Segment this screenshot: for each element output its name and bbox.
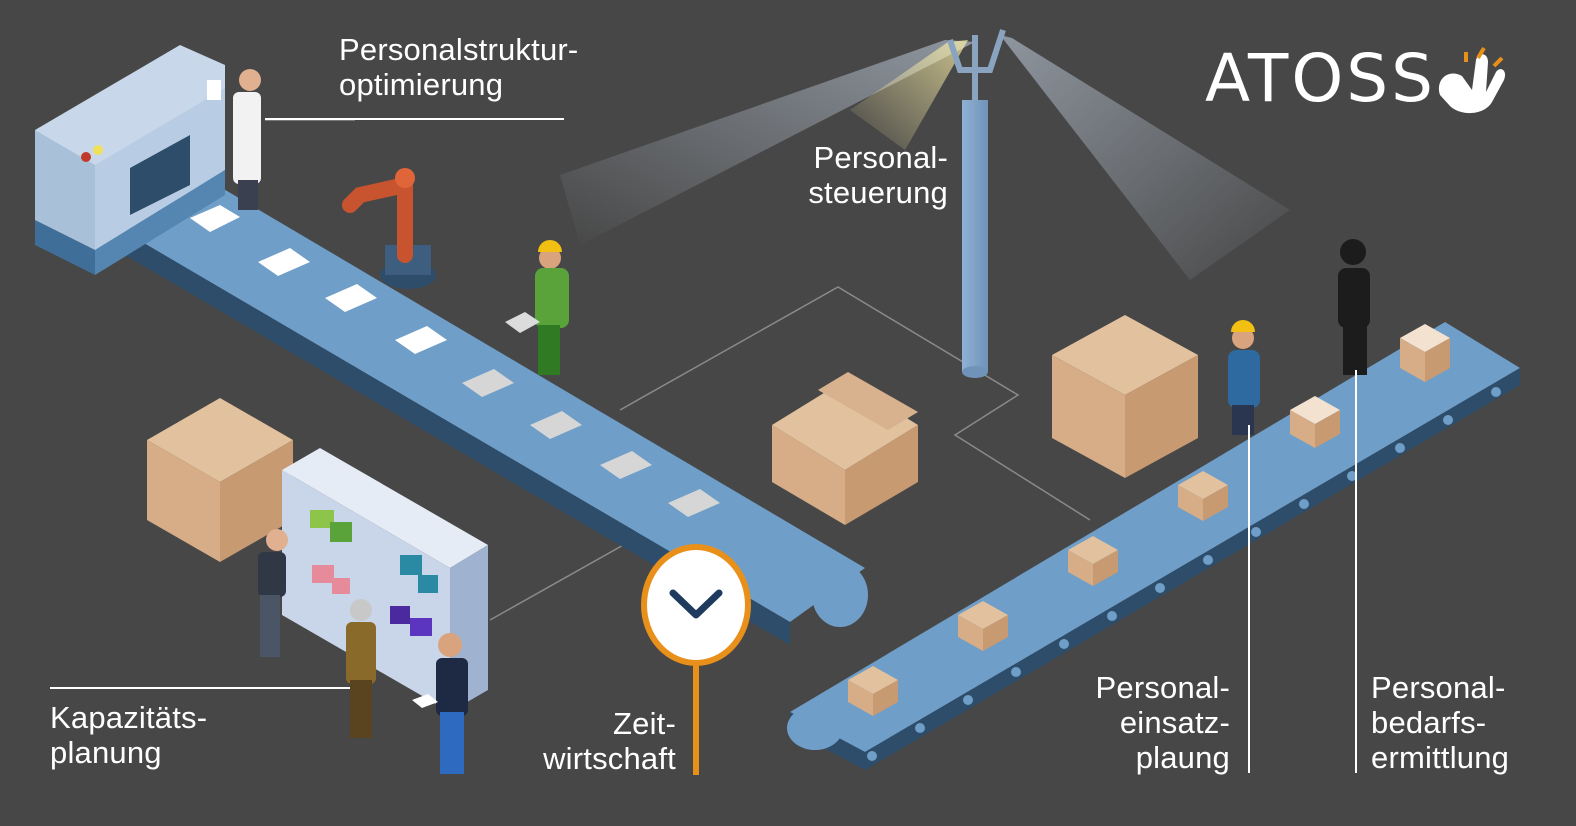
label-line: steuerung <box>808 175 948 210</box>
conveyor-right-rollers <box>867 387 1501 761</box>
label-personalstrukturoptimierung: Personalstruktur- optimierung <box>339 32 578 102</box>
label-line: optimierung <box>339 67 504 102</box>
sensor-mast <box>947 29 1006 378</box>
label-line: Personal- <box>1371 670 1506 705</box>
label-line: Personal- <box>1095 670 1230 705</box>
light-beam <box>1000 35 1290 280</box>
chevron-down-icon <box>669 589 723 619</box>
label-personaleinsatzplanung: Personal- einsatz- plaung <box>1080 670 1230 775</box>
label-line: Kapazitäts- <box>50 700 208 735</box>
label-line: Personal- <box>813 140 948 175</box>
box-pallet-middle <box>772 372 918 525</box>
worker-older <box>346 599 376 738</box>
light-beam <box>560 40 975 245</box>
label-personalsteuerung: Personal- steuerung <box>780 140 948 210</box>
worker-lab-coat <box>207 69 261 210</box>
label-line: einsatz- <box>1119 705 1230 740</box>
worker-green <box>505 240 569 375</box>
clock-marker <box>641 544 751 775</box>
worker-young <box>412 633 468 774</box>
leader-lines <box>50 118 1357 773</box>
hand-icon <box>1438 46 1506 114</box>
label-line: bedarfs- <box>1371 705 1487 740</box>
label-zeitwirtschaft: Zeit- wirtschaft <box>520 706 676 776</box>
box-pallet-right <box>1052 315 1198 478</box>
worker-blue <box>1228 320 1260 435</box>
scanner-machine <box>35 45 225 275</box>
label-line: planung <box>50 735 162 770</box>
label-personalbedarfsermittlung: Personal- bedarfs- ermittlung <box>1371 670 1509 775</box>
worker-silhouette <box>1338 239 1370 375</box>
label-line: ermittlung <box>1371 740 1510 775</box>
robot-arm <box>342 168 436 289</box>
worker-woman <box>258 529 288 657</box>
label-line: Zeit- <box>613 706 676 741</box>
storage-shelf <box>282 448 488 712</box>
label-line: plaung <box>1135 740 1230 775</box>
brand-logo: ATOSS <box>1205 40 1437 117</box>
light-beam <box>850 40 968 150</box>
box-pallet-left <box>147 398 293 562</box>
label-line: Personalstruktur- <box>339 32 579 67</box>
label-line: wirtschaft <box>543 741 676 776</box>
label-kapazitaetsplanung: Kapazitäts- planung <box>50 700 207 770</box>
parcels <box>848 324 1450 716</box>
